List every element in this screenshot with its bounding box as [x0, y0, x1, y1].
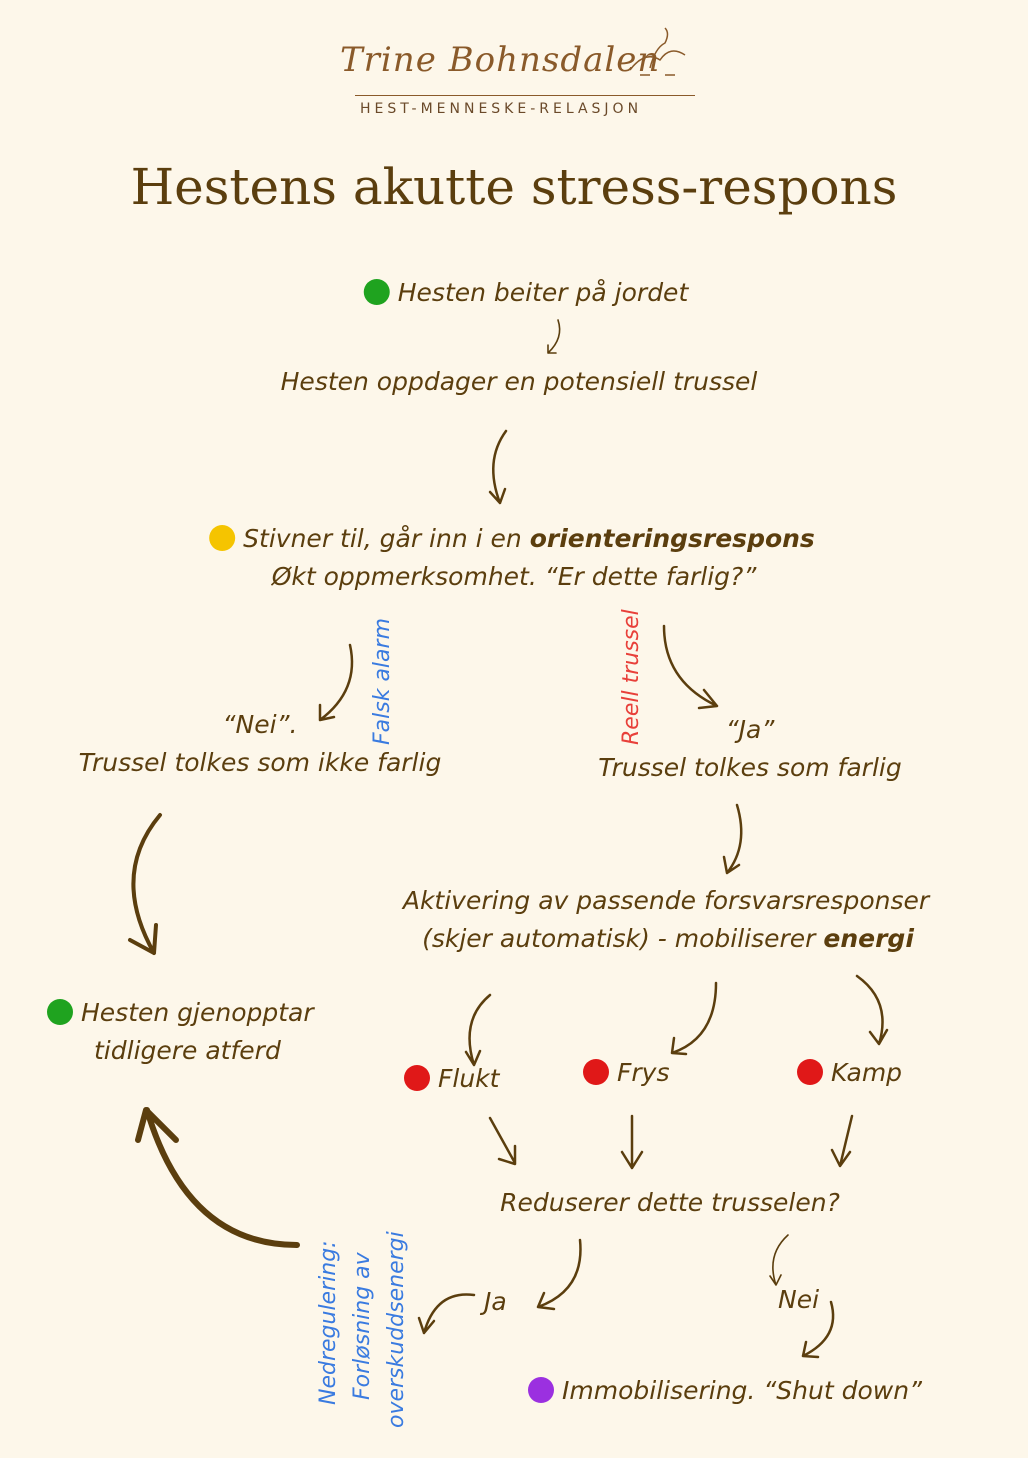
node-text: Immobilisering. “Shut down” — [562, 1376, 922, 1405]
node-text: Frys — [617, 1058, 670, 1087]
node-text: Flukt — [438, 1064, 500, 1093]
arrow-icon — [135, 1107, 300, 1248]
node-resume-2: tidligere atferd — [94, 1036, 281, 1065]
node-freeze: Frys — [583, 1058, 669, 1087]
red-dot-icon — [797, 1059, 823, 1085]
node-text: Hesten beiter på jordet — [397, 278, 689, 307]
yes-text: Trussel tolkes som farlig — [598, 753, 902, 782]
arrow-icon — [536, 1238, 582, 1311]
arrow-icon — [128, 813, 162, 955]
arrow-icon — [722, 803, 743, 875]
yellow-dot-icon — [209, 525, 236, 551]
node-orientation: Stivner til, går inn i en orienteringsre… — [209, 524, 815, 553]
logo-divider — [355, 95, 695, 96]
node-resume-1: Hesten gjenopptar — [47, 998, 314, 1027]
arrow-icon — [855, 974, 889, 1046]
arrow-icon — [547, 319, 561, 354]
logo-script: Trine Bohnsdalen — [340, 40, 661, 80]
node-bold: energi — [823, 924, 914, 953]
arrow-icon — [769, 1234, 789, 1286]
purple-dot-icon — [528, 1377, 554, 1403]
logo: Trine Bohnsdalen HEST-MENNESKE-RELASJON — [330, 15, 700, 125]
horse-rider-logo-icon — [629, 27, 686, 76]
logo-tagline: HEST-MENNESKE-RELASJON — [360, 101, 643, 117]
green-dot-icon — [363, 279, 390, 305]
node-flight: Flukt — [404, 1064, 499, 1093]
node-attention: Økt oppmerksomhet. “Er dette farlig?” — [271, 562, 757, 591]
node-text: Hesten gjenopptar — [81, 998, 314, 1027]
no-quote: “Nei”. — [222, 710, 298, 739]
arrow-icon — [801, 1300, 835, 1359]
node-grazing: Hesten beiter på jordet — [363, 278, 689, 307]
node-nei: Nei — [778, 1285, 820, 1314]
arrow-icon — [318, 643, 354, 722]
arrow-icon — [670, 981, 718, 1056]
node-shutdown: Immobilisering. “Shut down” — [528, 1376, 922, 1405]
node-activation-2: (skjer automatisk) - mobiliserer energi — [422, 924, 914, 953]
arrow-icon — [620, 1114, 644, 1170]
red-dot-icon — [583, 1059, 609, 1085]
arrow-icon — [830, 1114, 854, 1168]
arrow-icon — [464, 993, 492, 1067]
green-dot-icon — [47, 999, 73, 1025]
page-title: Hestens akutte stress-respons — [130, 158, 898, 216]
arrow-icon — [662, 624, 719, 710]
arrow-icon — [488, 429, 508, 505]
node-activation-1: Aktivering av passende forsvarsresponser — [402, 886, 930, 915]
node-text: Stivner til, går inn i en — [243, 524, 530, 553]
yes-quote: “Ja” — [725, 715, 775, 744]
arrow-icon — [417, 1293, 476, 1335]
node-ja: Ja — [484, 1287, 507, 1316]
node-text: (skjer automatisk) - mobiliserer — [422, 924, 824, 953]
node-bold: orienteringsrespons — [529, 524, 815, 553]
node-text: Kamp — [831, 1058, 903, 1087]
arrow-icon — [488, 1116, 517, 1166]
node-fight: Kamp — [797, 1058, 902, 1087]
red-dot-icon — [404, 1065, 430, 1091]
node-detects: Hesten oppdager en potensiell trussel — [280, 367, 758, 396]
no-text: Trussel tolkes som ikke farlig — [78, 748, 442, 777]
node-reduces: Reduserer dette trusselen? — [500, 1188, 840, 1217]
